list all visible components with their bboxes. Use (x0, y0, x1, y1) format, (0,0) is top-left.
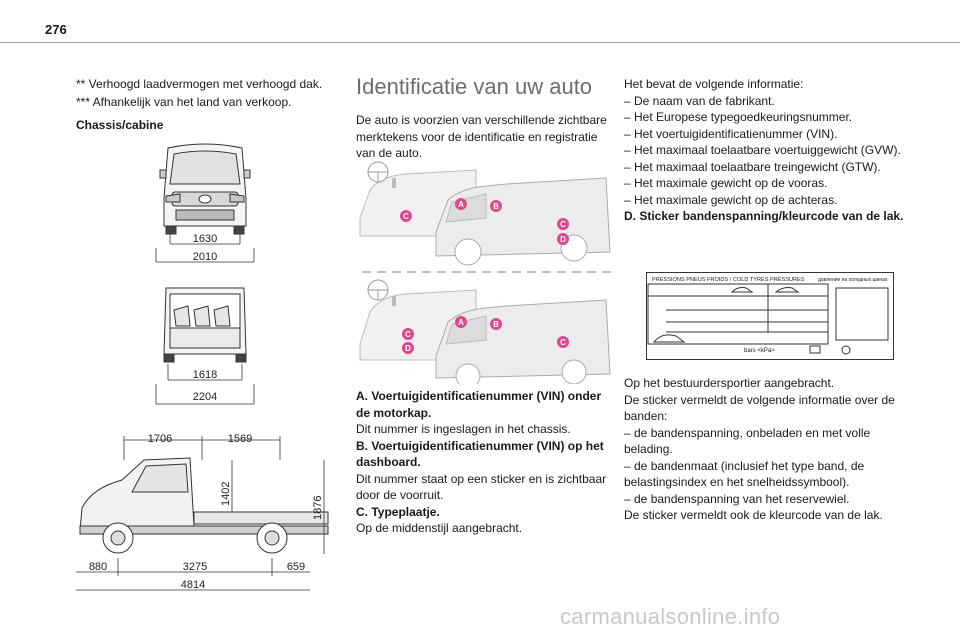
info-item: – Het maximaal toelaatbare voertuiggewic… (624, 143, 901, 157)
legend-c-heading: C. Typeplaatje. (356, 504, 440, 519)
sticker-location: Op het bestuurdersportier aangebracht. (624, 376, 835, 390)
info-item: – Het Europese typegoedkeuringsnummer. (624, 110, 853, 124)
legend-c-text: Op de middenstijl aangebracht. (356, 521, 523, 535)
marker-c-top-right: C (560, 220, 566, 229)
side-dim-bottom-1: 880 (89, 561, 107, 573)
side-dim-top-1: 1706 (148, 433, 172, 445)
side-dim-vert-2: 1876 (312, 496, 324, 520)
sticker-header-ru: давление на холодных шинах (818, 277, 888, 283)
section-title: Identificatie van uw auto (356, 74, 593, 99)
sticker-info: De sticker vermeldt de volgende informat… (624, 392, 895, 424)
side-dim-vert-1: 1402 (220, 482, 232, 506)
info-intro: Het bevat de volgende informatie: (624, 77, 804, 91)
legend-a-heading: A. Voertuigidentificatienummer (VIN) ond… (356, 389, 602, 420)
side-dim-bottom-2: 3275 (183, 561, 207, 573)
marker-c-bottom-left: C (405, 330, 411, 339)
rear-dim-2: 2204 (193, 391, 217, 403)
info-item: – Het maximale gewicht op de achteras. (624, 192, 838, 207)
middle-column: Identificatie van uw auto De auto is voo… (356, 74, 612, 162)
info-item: – Het maximaal toelaatbare treingewicht … (624, 159, 881, 174)
sticker-unit: bars <kPa> (744, 348, 775, 354)
chassis-heading: Chassis/cabine (76, 118, 164, 132)
marker-b-top: B (493, 202, 499, 211)
sticker-header: PRESSIONS PNEUS FROIDS / COLD TYRES PRES… (652, 277, 805, 283)
tyre-pressure-sticker: PRESSIONS PNEUS FROIDS / COLD TYRES PRES… (646, 272, 894, 360)
left-column: ** Verhoogd laadvermogen met verhoogd da… (76, 76, 326, 135)
info-item: – De naam van de fabrikant. (624, 93, 775, 108)
side-dim-bottom-3: 659 (287, 561, 305, 573)
info-item: – Het voertuigidentificatienummer (VIN). (624, 126, 838, 141)
page-number: 276 (45, 22, 67, 37)
tyre-item: – de bandenspanning, onbeladen en met vo… (624, 425, 871, 457)
marker-c-bottom-right: C (560, 338, 566, 347)
marker-legend: A. Voertuigidentificatienummer (VIN) ond… (356, 388, 612, 537)
watermark: carmanualsonline.info (560, 604, 781, 629)
footnote-2: *** Afhankelijk van het land van verkoop… (76, 94, 292, 109)
side-dim-top-2: 1569 (228, 433, 252, 445)
legend-a-text: Dit nummer is ingeslagen in het chassis. (356, 422, 571, 436)
header-rule (0, 42, 960, 43)
side-view-figure: 1706 1569 1402 1876 880 3275 659 4814 (76, 433, 329, 591)
van-markers-figure: A B C C D A B C D C (359, 161, 612, 384)
tyre-item: – de bandenspanning van het reservewiel. (624, 491, 850, 506)
front-view-figure: 1630 2010 (155, 143, 255, 263)
rear-view-figure: 1618 2204 (155, 287, 255, 405)
marker-b-bottom: B (493, 320, 499, 329)
right-column-top: Het bevat de volgende informatie: – De n… (624, 76, 914, 225)
marker-a-top: A (458, 200, 464, 209)
marker-c-top-left: C (403, 212, 409, 221)
marker-a-bottom: A (458, 318, 464, 327)
marker-d-top: D (560, 235, 566, 244)
van-bottom (359, 279, 611, 384)
van-top (359, 161, 611, 266)
front-dim-1: 1630 (193, 233, 217, 245)
tyre-item: – de bandenmaat (inclusief het type band… (624, 458, 865, 490)
color-note: De sticker vermeldt ook de kleurcode van… (624, 508, 883, 522)
legend-b-heading: B. Voertuigidentificatienummer (VIN) op … (356, 438, 604, 470)
footnote-1: ** Verhoogd laadvermogen met verhoogd da… (76, 77, 323, 91)
rear-dim-1: 1618 (193, 369, 217, 381)
marker-d-bottom: D (405, 344, 411, 353)
intro-text: De auto is voorzien van verschillende zi… (356, 113, 607, 160)
info-item: – Het maximale gewicht op de vooras. (624, 176, 828, 190)
side-dim-total: 4814 (181, 579, 205, 591)
right-column-bottom: Op het bestuurdersportier aangebracht. D… (624, 375, 914, 524)
legend-d-heading: D. Sticker bandenspanning/kleurcode van … (624, 209, 904, 223)
front-dim-2: 2010 (193, 251, 217, 263)
legend-b-text: Dit nummer staat op een sticker en is zi… (356, 471, 607, 503)
